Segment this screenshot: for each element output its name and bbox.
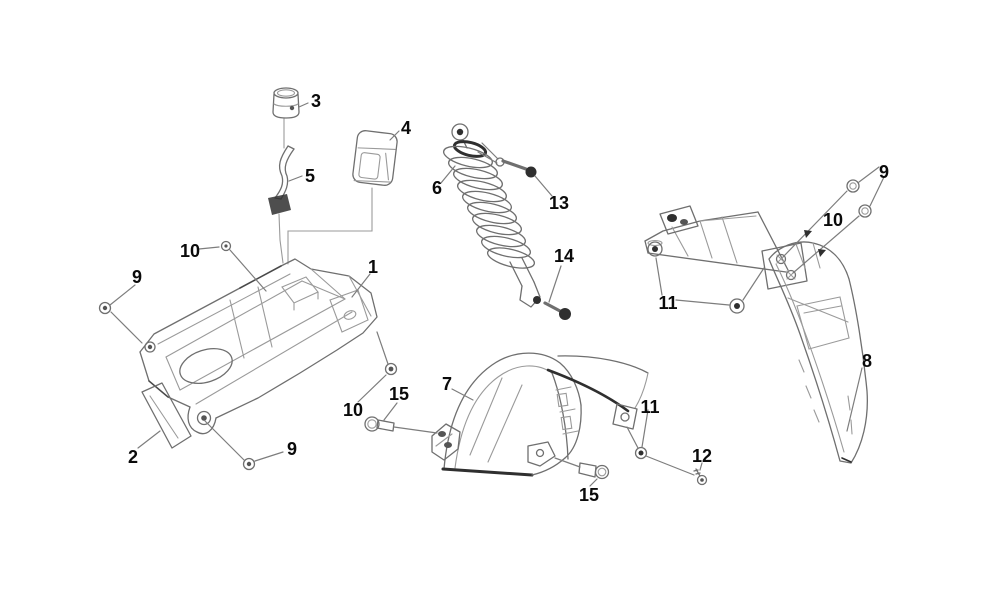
part-1-illustration — [139, 258, 378, 435]
callout-8: 8 — [861, 351, 873, 371]
callout-9-right: 9 — [878, 162, 890, 182]
leader-8 — [846, 367, 863, 432]
callout-10-right: 10 — [822, 210, 844, 230]
bolt-12 — [645, 455, 708, 486]
part-3-illustration — [272, 87, 309, 119]
connector-lines — [278, 117, 373, 265]
callout-10-mid: 10 — [342, 400, 364, 420]
bolt-10-top-left — [198, 240, 267, 292]
part-7-illustration — [431, 352, 649, 477]
part-5-illustration — [268, 145, 303, 215]
leader-1 — [351, 273, 371, 298]
callout-14: 14 — [553, 246, 575, 266]
bolt-9-left — [98, 284, 143, 344]
callout-3: 3 — [310, 91, 322, 111]
callout-5: 5 — [304, 166, 316, 186]
callout-11-lower: 11 — [640, 397, 660, 417]
grommet-10-mid — [357, 331, 398, 403]
callout-10-top-left: 10 — [179, 241, 201, 261]
leader-7 — [451, 388, 474, 401]
leader-6 — [440, 165, 456, 184]
callout-4: 4 — [400, 118, 412, 138]
bolt-13 — [477, 142, 553, 197]
callout-15-right: 15 — [578, 485, 600, 505]
part-4-illustration — [352, 130, 398, 186]
callout-9-left: 9 — [131, 267, 143, 287]
callout-2: 2 — [127, 447, 139, 467]
callout-11-upper-right: 11 — [658, 293, 678, 313]
part-8-illustration — [768, 241, 868, 464]
bolt-15-right — [554, 457, 610, 487]
callout-15-left: 15 — [388, 384, 410, 404]
callout-7: 7 — [441, 374, 453, 394]
bolt-14 — [543, 265, 571, 320]
leader-4 — [389, 130, 400, 141]
grommets-11-upper — [647, 239, 765, 314]
nut-11-lower — [626, 409, 649, 460]
callout-6: 6 — [431, 178, 443, 198]
part-6-illustration — [442, 123, 541, 308]
callout-9-bottom-left: 9 — [286, 439, 298, 459]
callout-12: 12 — [691, 446, 713, 466]
callout-1: 1 — [367, 257, 379, 277]
bolts-9-right — [782, 166, 885, 274]
callout-13: 13 — [548, 193, 570, 213]
bolt-15-left — [364, 402, 438, 434]
part-2-illustration — [137, 382, 192, 449]
bolt-9-bottom-left — [204, 420, 284, 471]
